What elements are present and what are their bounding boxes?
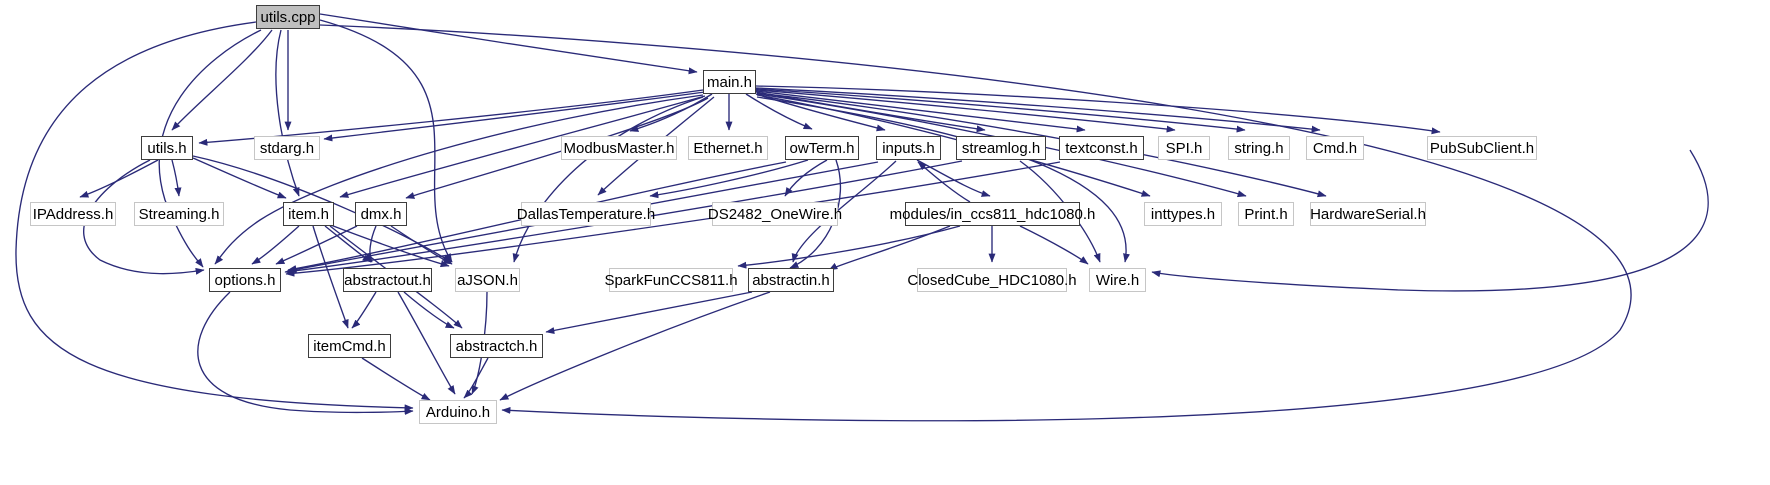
node-label: Arduino.h bbox=[425, 403, 491, 421]
node-sparkfunccs811-h[interactable]: SparkFunCCS811.h bbox=[604, 268, 738, 292]
node-hardwareserial-h[interactable]: HardwareSerial.h bbox=[1310, 202, 1426, 226]
node-abstractch-h[interactable]: abstractch.h bbox=[450, 334, 543, 358]
node-label: main.h bbox=[706, 73, 753, 91]
node-label: streamlog.h bbox=[961, 139, 1041, 157]
node-streaming-h[interactable]: Streaming.h bbox=[134, 202, 224, 226]
node-arduino-h[interactable]: Arduino.h bbox=[419, 400, 497, 424]
node-label: SparkFunCCS811.h bbox=[604, 271, 738, 289]
node-print-h[interactable]: Print.h bbox=[1238, 202, 1294, 226]
node-dmx-h[interactable]: dmx.h bbox=[355, 202, 407, 226]
node-modbusmaster-h[interactable]: ModbusMaster.h bbox=[561, 136, 677, 160]
node-label: abstractch.h bbox=[455, 337, 538, 355]
node-string-h[interactable]: string.h bbox=[1228, 136, 1290, 160]
node-itemcmd-h[interactable]: itemCmd.h bbox=[308, 334, 391, 358]
node-label: itemCmd.h bbox=[313, 337, 386, 355]
node-item-h[interactable]: item.h bbox=[283, 202, 334, 226]
node-inputs-h[interactable]: inputs.h bbox=[876, 136, 941, 160]
node-label: item.h bbox=[288, 205, 329, 223]
node-label: stdarg.h bbox=[259, 139, 315, 157]
node-options-h[interactable]: options.h bbox=[209, 268, 281, 292]
node-inttypes-h[interactable]: inttypes.h bbox=[1144, 202, 1222, 226]
node-label: HardwareSerial.h bbox=[1310, 205, 1426, 223]
node-label: options.h bbox=[214, 271, 276, 289]
node-utils-cpp[interactable]: utils.cpp bbox=[256, 5, 320, 29]
node-label: dmx.h bbox=[360, 205, 402, 223]
node-label: abstractout.h bbox=[344, 271, 431, 289]
node-label: DallasTemperature.h bbox=[516, 205, 656, 223]
node-cmd-h[interactable]: Cmd.h bbox=[1306, 136, 1364, 160]
node-label: ModbusMaster.h bbox=[563, 139, 675, 157]
node-label: Wire.h bbox=[1095, 271, 1140, 289]
node-label: Cmd.h bbox=[1312, 139, 1358, 157]
node-label: inttypes.h bbox=[1150, 205, 1216, 223]
node-ethernet-h[interactable]: Ethernet.h bbox=[688, 136, 768, 160]
node-ipaddress-h[interactable]: IPAddress.h bbox=[30, 202, 116, 226]
node-label: aJSON.h bbox=[457, 271, 518, 289]
node-label: abstractin.h bbox=[752, 271, 830, 289]
node-owterm-h[interactable]: owTerm.h bbox=[785, 136, 859, 160]
node-label: utils.cpp bbox=[260, 8, 316, 26]
node-label: inputs.h bbox=[882, 139, 935, 157]
node-label: textconst.h bbox=[1065, 139, 1138, 157]
node-abstractout-h[interactable]: abstractout.h bbox=[343, 268, 432, 292]
node-label: Ethernet.h bbox=[693, 139, 763, 157]
node-spi-h[interactable]: SPI.h bbox=[1158, 136, 1210, 160]
node-streamlog-h[interactable]: streamlog.h bbox=[956, 136, 1046, 160]
node-ds2482-onewire-h[interactable]: DS2482_OneWire.h bbox=[708, 202, 842, 226]
node-label: Streaming.h bbox=[138, 205, 220, 223]
node-main-h[interactable]: main.h bbox=[703, 70, 756, 94]
node-label: PubSubClient.h bbox=[1429, 139, 1535, 157]
node-pubsubclient-h[interactable]: PubSubClient.h bbox=[1427, 136, 1537, 160]
node-label: SPI.h bbox=[1165, 139, 1203, 157]
node-label: IPAddress.h bbox=[32, 205, 114, 223]
node-modules-in-ccs811-hdc1080-h[interactable]: modules/in_ccs811_hdc1080.h bbox=[890, 202, 1095, 226]
node-label: modules/in_ccs811_hdc1080.h bbox=[889, 205, 1096, 223]
node-ajson-h[interactable]: aJSON.h bbox=[455, 268, 520, 292]
node-label: Print.h bbox=[1244, 205, 1288, 223]
node-label: utils.h bbox=[147, 139, 187, 157]
node-wire-h[interactable]: Wire.h bbox=[1089, 268, 1146, 292]
node-stdarg-h[interactable]: stdarg.h bbox=[254, 136, 320, 160]
node-abstractin-h[interactable]: abstractin.h bbox=[748, 268, 834, 292]
node-label: string.h bbox=[1234, 139, 1284, 157]
node-label: owTerm.h bbox=[789, 139, 855, 157]
node-label: DS2482_OneWire.h bbox=[707, 205, 843, 223]
node-textconst-h[interactable]: textconst.h bbox=[1059, 136, 1144, 160]
node-utils-h[interactable]: utils.h bbox=[141, 136, 193, 160]
node-dallastemperature-h[interactable]: DallasTemperature.h bbox=[517, 202, 655, 226]
node-closedcube-hdc1080-h[interactable]: ClosedCube_HDC1080.h bbox=[907, 268, 1077, 292]
node-label: ClosedCube_HDC1080.h bbox=[907, 271, 1077, 289]
